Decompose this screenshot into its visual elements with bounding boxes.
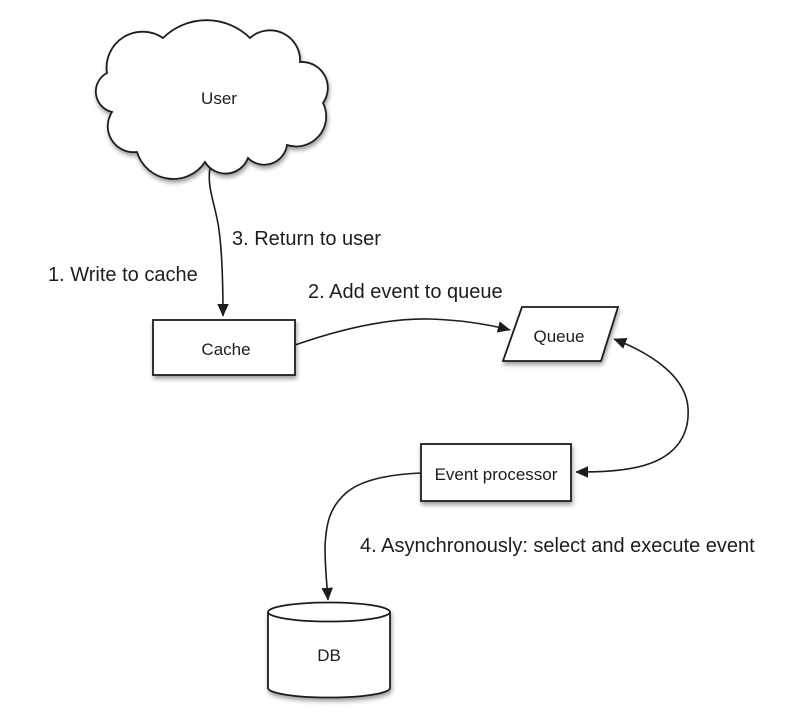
db-cylinder [267,601,391,699]
event-processor-box [420,443,572,502]
db-label: DB [317,646,341,665]
arrow-event-processor-to-db [321,472,422,601]
event-processor-label: Event processor [435,465,558,484]
step4-asynchronously-label: 4. Asynchronously: select and execute ev… [360,535,755,557]
step3-return-to-user-label: 3. Return to user [232,228,381,250]
arrow-queue-event-processor-two-way [575,338,689,478]
step1-write-to-cache-label: 1. Write to cache [48,264,198,286]
user-label: User [201,89,237,108]
queue-label: Queue [533,327,584,346]
arrow-user-to-cache [208,163,229,317]
db-cylinder-top [267,601,391,623]
cache-label: Cache [201,340,250,359]
queue-parallelogram [501,306,620,362]
step2-add-event-to-queue-label: 2. Add event to queue [308,281,503,303]
user-cloud [94,19,329,180]
db-cylinder-body [267,612,391,699]
cache-box [152,319,296,376]
arrow-cache-to-queue [294,318,511,346]
